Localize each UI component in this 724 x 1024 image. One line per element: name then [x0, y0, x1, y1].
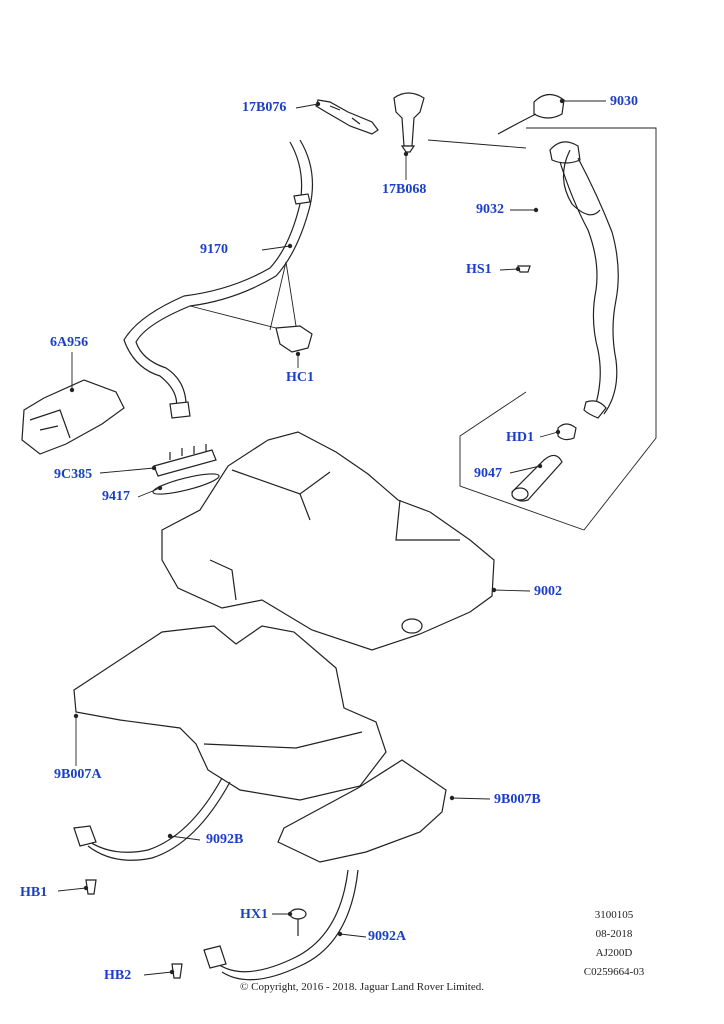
leader-lines — [57, 100, 606, 976]
callout-9C385[interactable]: 9C385 — [54, 467, 93, 482]
hose-9047 — [511, 454, 563, 502]
reference-model: AJ200D — [595, 947, 633, 959]
filler-nozzle-17B068 — [393, 92, 425, 153]
clip-HC1 — [275, 325, 313, 353]
strap-9092B — [73, 777, 231, 861]
callout-9030[interactable]: 9030 — [610, 94, 638, 109]
callout-9B007B[interactable]: 9B007B — [494, 792, 541, 807]
callout-9B007A[interactable]: 9B007A — [54, 767, 102, 782]
callout-6A956[interactable]: 6A956 — [50, 335, 89, 350]
callout-9032[interactable]: 9032 — [476, 202, 504, 217]
callout-9092B[interactable]: 9092B — [206, 832, 244, 847]
callout-17B068[interactable]: 17B068 — [382, 182, 427, 197]
sensor-harness-17B076 — [315, 99, 379, 135]
callout-HS1[interactable]: HS1 — [466, 262, 492, 277]
fuel-cap-9030 — [497, 93, 565, 135]
callout-HD1[interactable]: HD1 — [506, 430, 534, 445]
reference-number: 3100105 — [594, 909, 634, 921]
reference-date: 08-2018 — [595, 928, 633, 940]
heat-shield-6A956 — [21, 379, 125, 455]
clamp-HD1 — [557, 423, 577, 441]
vent-pipe-9170 — [123, 139, 314, 419]
callout-9170[interactable]: 9170 — [200, 242, 228, 257]
callout-9047[interactable]: 9047 — [474, 466, 502, 481]
reference-code: C0259664-03 — [583, 966, 645, 978]
leader-dots — [69, 98, 565, 975]
heat-shield-9B007A — [73, 625, 387, 801]
copyright-notice: © Copyright, 2016 - 2018. Jaguar Land Ro… — [240, 981, 484, 993]
callout-HB2[interactable]: HB2 — [104, 968, 132, 983]
callout-17B076[interactable]: 17B076 — [242, 100, 287, 115]
fuel-tank-9002 — [161, 431, 495, 651]
bolt-HX1 — [289, 908, 307, 936]
callout-HB1[interactable]: HB1 — [20, 885, 48, 900]
callout-9002[interactable]: 9002 — [534, 584, 562, 599]
filler-pipe-9032 — [459, 127, 657, 531]
callout-HC1[interactable]: HC1 — [286, 370, 314, 385]
gasket-9417 — [152, 473, 220, 495]
heat-shield-9B007B — [277, 759, 447, 863]
strap-9092A — [203, 869, 359, 981]
callout-9092A[interactable]: 9092A — [368, 929, 407, 944]
sender-unit-9C385 — [153, 444, 217, 477]
callout-HX1[interactable]: HX1 — [240, 907, 268, 922]
callout-9417[interactable]: 9417 — [102, 489, 130, 504]
reference-block: 3100105 08-2018 AJ200D C0259664-03 — [572, 906, 656, 982]
